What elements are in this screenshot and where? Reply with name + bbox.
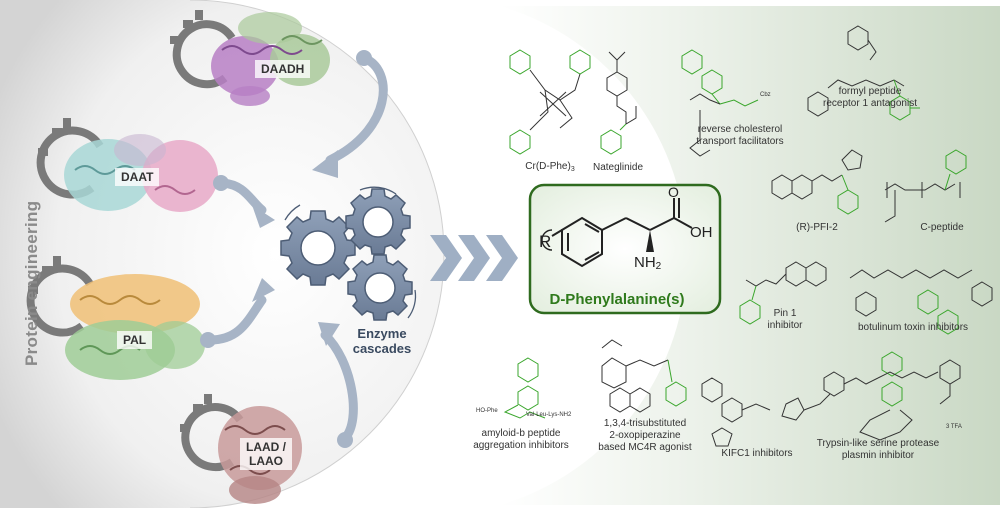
- label-crphe-sub: 3: [570, 166, 575, 173]
- label-pfi2: (R)-PFI-2: [796, 222, 838, 233]
- label-mc4r-line3: based MC4R agonist: [598, 442, 692, 453]
- product-box: [528, 183, 722, 315]
- label-rctf-line2: transport facilitators: [696, 136, 784, 147]
- fragment-val: Val-Leu-Lys-NH2: [526, 412, 572, 418]
- cascade-label-line2: cascades: [352, 341, 412, 356]
- cascade-gears-icon: [280, 186, 417, 321]
- label-botulinum: botulinum toxin inhibitors: [857, 322, 969, 333]
- side-label: Protein engineering: [22, 200, 41, 366]
- product-name: D-Phenylalanine(s): [549, 291, 685, 308]
- label-fpr1-line1: formyl peptide: [838, 86, 902, 97]
- label-pin1: Pin 1 inhibitor: [760, 308, 810, 332]
- pal-protein: [65, 274, 205, 380]
- enzyme-label-daat: DAAT: [115, 168, 160, 186]
- label-plasmin: Trypsin-like serine protease plasmin inh…: [808, 438, 948, 462]
- enzyme-label-laad-line2: LAAO: [249, 454, 283, 468]
- label-plasmin-line1: Trypsin-like serine protease: [816, 438, 940, 449]
- fragment-hophe: HO-Phe: [476, 408, 498, 414]
- daat-protein: [64, 134, 218, 212]
- label-nateglinide: Nateglinide: [592, 162, 644, 173]
- formula-oh: OH: [690, 224, 713, 241]
- label-crphe-text: Cr(D-Phe): [525, 161, 571, 172]
- formula-r: R: [539, 232, 552, 251]
- atom-cbz: Cbz: [760, 92, 771, 98]
- label-fpr1-line2: receptor 1 antagonist: [823, 98, 917, 109]
- label-crphe: Cr(D-Phe)3: [505, 161, 595, 176]
- chevron-arrows-icon: [430, 235, 518, 281]
- phenylalanine-structure: [551, 198, 693, 268]
- right-panel: [500, 6, 1000, 505]
- label-cpeptide: C-peptide: [920, 222, 964, 233]
- label-pin1-line2: inhibitor: [767, 320, 803, 331]
- label-kifc1: KIFC1 inhibitors: [721, 448, 793, 459]
- label-rctf-line1: reverse cholesterol: [697, 124, 783, 135]
- enzyme-cascades-label: Enzyme cascades: [342, 326, 422, 356]
- label-mc4r-line2: 2-oxopiperazine: [609, 430, 681, 441]
- label-amyloid-line2: aggregation inhibitors: [473, 440, 569, 451]
- label-tfa: 3 TFA: [946, 424, 962, 430]
- label-amyloid-line1: amyloid-b peptide: [481, 428, 561, 439]
- label-plasmin-line2: plasmin inhibitor: [841, 450, 915, 461]
- label-rctf: reverse cholesterol transport facilitato…: [680, 124, 800, 148]
- cascade-label-line1: Enzyme: [357, 326, 407, 341]
- label-mc4r: 1,3,4-trisubstituted 2-oxopiperazine bas…: [590, 418, 700, 454]
- formula-o: O: [668, 184, 679, 200]
- left-panel: [0, 0, 444, 508]
- label-fpr1: formyl peptide receptor 1 antagonist: [810, 86, 930, 110]
- label-pin1-line1: Pin 1: [773, 308, 797, 319]
- gear-outline-icon: [26, 20, 244, 472]
- molecule-sketches: [503, 25, 993, 447]
- arrow-heads: [200, 50, 372, 448]
- label-amyloid: amyloid-b peptide aggregation inhibitors: [466, 428, 576, 452]
- formula-nh2: NH2: [634, 254, 662, 272]
- enzyme-label-pal: PAL: [117, 331, 153, 349]
- label-mc4r-line1: 1,3,4-trisubstituted: [603, 418, 687, 429]
- enzyme-label-daadh: DAADH: [255, 60, 311, 78]
- enzyme-label-laad-line1: LAAD /: [246, 440, 286, 454]
- enzyme-label-laad: LAAD / LAAO: [240, 438, 292, 470]
